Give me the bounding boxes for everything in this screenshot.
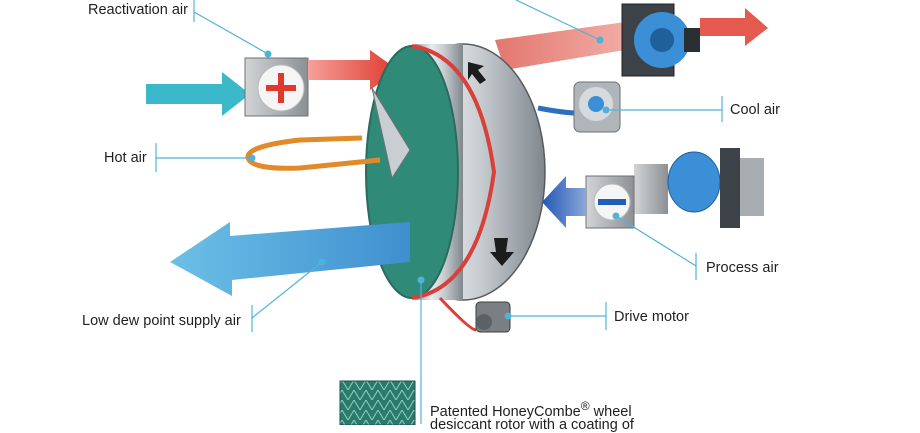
- label-process-air: Process air: [706, 260, 779, 276]
- leader-dots: [248, 36, 620, 320]
- supply-air-arrow: [170, 222, 410, 296]
- cool-air-fan: [537, 81, 621, 133]
- leader-lines: [155, 0, 723, 424]
- caption-tail: wheel: [589, 403, 632, 420]
- exhaust-fan: [621, 3, 700, 77]
- rotation-arrow-bottom: [490, 238, 514, 266]
- heater-unit: [244, 57, 309, 117]
- minus-icon: [598, 199, 626, 205]
- cooler-unit: [585, 175, 635, 229]
- drive-motor: [438, 296, 511, 333]
- process-air-fan: [634, 148, 764, 228]
- label-cool-air: Cool air: [730, 102, 780, 118]
- process-air-arrow: [542, 176, 586, 228]
- reactivation-inlet-arrow: [146, 72, 250, 116]
- honeycombe-sample: [339, 380, 416, 425]
- label-honeycombe-wheel: Patented HoneyCombe® wheel: [430, 399, 632, 420]
- label-drive-motor: Drive motor: [614, 309, 689, 325]
- plus-icon: [266, 73, 296, 103]
- label-hot-air: Hot air: [104, 150, 147, 166]
- rotation-arrow-top: [468, 62, 486, 84]
- hot-air-coil: [245, 135, 381, 171]
- label-low-dew-point-supply-air: Low dew point supply air: [82, 313, 241, 329]
- hot-air-arrow: [308, 50, 398, 90]
- label-honeycombe-wheel-line2: desiccant rotor with a coating of: [430, 417, 634, 433]
- label-reactivation-air: Reactivation air: [88, 2, 188, 18]
- exhaust-out-arrow: [700, 8, 768, 46]
- caption-registered: ®: [580, 399, 590, 413]
- exhaust-arrow: [495, 22, 625, 70]
- caption-main: Patented HoneyCombe: [430, 403, 581, 420]
